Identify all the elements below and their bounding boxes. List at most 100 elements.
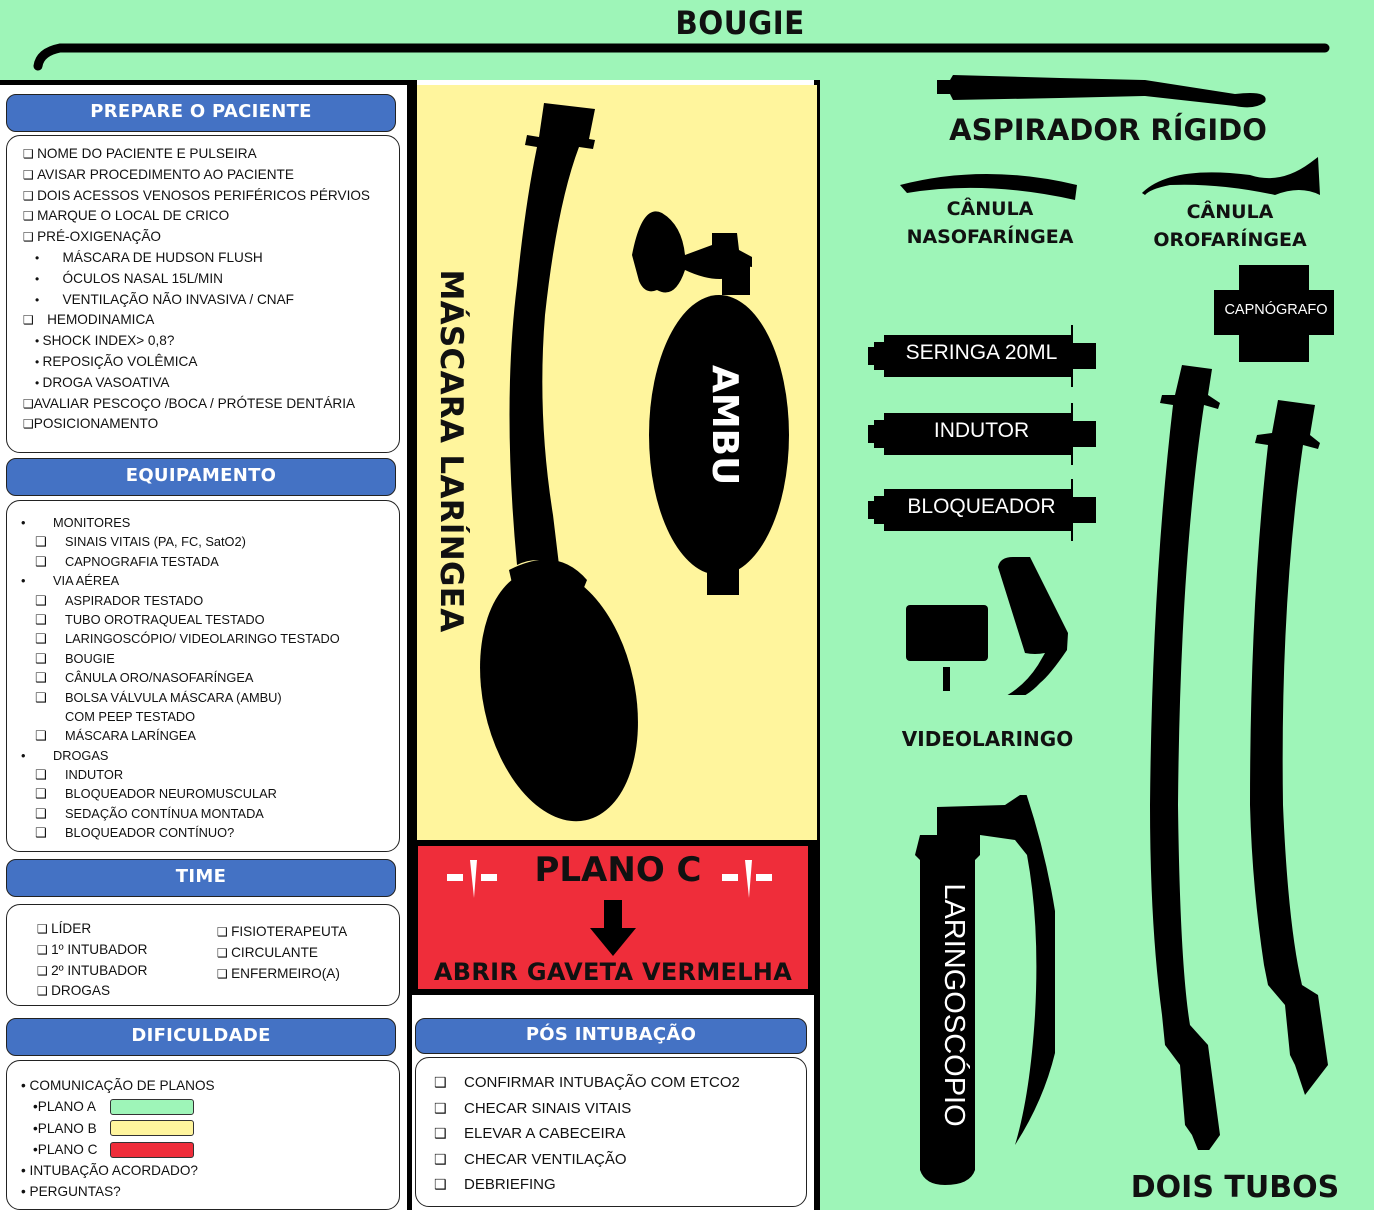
checkbox-icon[interactable]: ❑	[23, 147, 38, 161]
checkbox-icon[interactable]: ❑	[35, 631, 47, 647]
checklist-item[interactable]: ❑MÁSCARA LARÍNGEA	[7, 726, 399, 745]
dificuldade-list: • COMUNICAÇÃO DE PLANOS • PLANO A• PLANO…	[6, 1060, 400, 1210]
syringe-label: INDUTOR	[933, 419, 1030, 442]
checkbox-icon[interactable]: ❑	[35, 689, 47, 705]
list-item: • COMUNICAÇÃO DE PLANOS	[21, 1078, 215, 1093]
checkbox-icon[interactable]: ❑	[23, 167, 38, 182]
team-member-item[interactable]: ❑ LÍDER	[37, 921, 92, 936]
checkbox-icon[interactable]: ❑	[217, 966, 232, 981]
team-member-item[interactable]: ❑ 2º INTUBADOR	[37, 962, 148, 978]
checklist-item[interactable]: • MÁSCARA DE HUDSON FLUSH	[35, 249, 263, 265]
checkbox-icon[interactable]: ❑	[35, 650, 47, 666]
bullet-icon: •	[35, 354, 43, 369]
prepare-list: ❑ NOME DO PACIENTE E PULSEIRA ❑ AVISAR PR…	[6, 135, 400, 453]
checkbox-icon[interactable]: ❑	[35, 553, 47, 569]
checklist-item: •DROGAS	[7, 746, 399, 765]
checkbox-icon[interactable]: ❑	[35, 534, 47, 550]
checkbox-icon[interactable]: ❑	[434, 1176, 447, 1193]
checkbox-icon[interactable]: ❑	[35, 592, 47, 608]
checkbox-icon[interactable]: ❑	[35, 670, 47, 686]
bullet-icon: •	[21, 573, 26, 589]
team-member-item[interactable]: ❑ CIRCULANTE	[217, 944, 318, 960]
bullet-icon: •	[35, 292, 63, 307]
team-member-item[interactable]: ❑ ENFERMEIRO(A)	[217, 965, 340, 981]
checklist-item[interactable]: ❑CHECAR VENTILAÇÃO	[434, 1147, 806, 1173]
ambu-label: AMBU	[704, 365, 745, 486]
checklist-item[interactable]: ❑DEBRIEFING	[434, 1172, 806, 1198]
checkbox-icon[interactable]: ❑	[35, 786, 47, 802]
checklist-item[interactable]: • ÓCULOS NASAL 15L/MIN	[35, 270, 223, 286]
checkbox-icon[interactable]: ❑	[434, 1150, 447, 1167]
checkbox-icon[interactable]: ❑	[217, 945, 232, 960]
checklist-item[interactable]: ❑POSICIONAMENTO	[23, 416, 159, 432]
checkbox-icon[interactable]: ❑	[35, 611, 47, 627]
checklist-item[interactable]: ❑CÂNULA ORO/NASOFARÍNGEA	[7, 668, 399, 687]
checkbox-icon[interactable]: ❑	[37, 963, 52, 978]
checkbox-icon[interactable]: ❑	[23, 188, 38, 203]
checklist-item[interactable]: ❑ PRÉ-OXIGENAÇÃO	[23, 229, 161, 245]
list-item: • INTUBAÇÃO ACORDADO?	[21, 1163, 198, 1179]
checkbox-icon[interactable]: ❑	[35, 767, 47, 783]
checklist-item[interactable]: ❑ASPIRADOR TESTADO	[7, 591, 399, 610]
checklist-item[interactable]: ❑SINAIS VITAIS (PA, FC, SatO2)	[7, 532, 399, 551]
checklist-column: PREPARE O PACIENTE ❑ NOME DO PACIENTE E …	[0, 80, 412, 1210]
checkbox-icon[interactable]: ❑	[434, 1074, 447, 1090]
syringe-icon	[868, 403, 1096, 465]
team-member-item[interactable]: ❑ FISIOTERAPEUTA	[217, 924, 348, 939]
checklist-item[interactable]: ❑INDUTOR	[7, 765, 399, 784]
checklist-item[interactable]: • DROGA VASOATIVA	[35, 374, 170, 390]
team-member-item[interactable]: ❑ 1º INTUBADOR	[37, 941, 148, 957]
checklist-item[interactable]: ❑ MARQUE O LOCAL DE CRICO	[23, 208, 230, 224]
checkbox-icon[interactable]: ❑	[23, 209, 38, 224]
scalpel-icon	[447, 860, 497, 898]
checkbox-icon[interactable]: ❑	[35, 728, 47, 744]
checklist-item[interactable]: ❑BLOQUEADOR NEUROMUSCULAR	[7, 784, 399, 803]
plano-c-action: ABRIR GAVETA VERMELHA	[433, 958, 793, 986]
checklist-item[interactable]: ❑BLOQUEADOR CONTÍNUO?	[7, 823, 399, 842]
middle-column: MÁSCARA LARÍNGEA AMBU PLANO C ABRIR GAVE…	[412, 80, 820, 1210]
plano-c-panel[interactable]: PLANO C ABRIR GAVETA VERMELHA	[412, 840, 814, 995]
checkbox-icon[interactable]: ❑	[434, 1099, 447, 1116]
checklist-item[interactable]: ❑CAPNOGRAFIA TESTADA	[7, 552, 399, 571]
bullet-icon: •	[33, 1141, 38, 1157]
checkbox-icon[interactable]: ❑	[23, 417, 34, 432]
checklist-item[interactable]: ❑BOLSA VÁLVULA MÁSCARA (AMBU)	[7, 688, 399, 707]
checkbox-icon[interactable]: ❑	[37, 984, 52, 999]
checkbox-icon[interactable]: ❑	[23, 230, 38, 245]
checkbox-icon[interactable]: ❑	[23, 313, 48, 328]
syringe-label: BLOQUEADOR	[907, 495, 1056, 518]
checklist-item[interactable]: ❑ HEMODINAMICA	[23, 312, 155, 328]
team-member-item[interactable]: ❑ DROGAS	[37, 983, 111, 999]
checkbox-icon[interactable]: ❑	[37, 922, 52, 936]
checklist-item[interactable]: • SHOCK INDEX> 0,8?	[35, 333, 175, 349]
syringe-label: SERINGA 20ML	[905, 341, 1058, 364]
checklist-item[interactable]: ❑CHECAR SINAIS VITAIS	[434, 1096, 806, 1122]
nasopharyngeal-cannula-icon	[900, 174, 1077, 200]
checkbox-icon[interactable]: ❑	[217, 925, 232, 939]
checklist-item[interactable]: ❑BOUGIE	[7, 649, 399, 668]
checklist-item[interactable]: • VENTILAÇÃO NÃO INVASIVA / CNAF	[35, 291, 294, 307]
checkbox-icon[interactable]: ❑	[35, 805, 47, 821]
checklist-item[interactable]: ❑ NOME DO PACIENTE E PULSEIRA	[23, 146, 257, 161]
plano-color-swatch	[109, 1120, 194, 1137]
checkbox-icon[interactable]: ❑	[37, 942, 52, 957]
capnografo-label: CAPNÓGRAFO	[1224, 302, 1328, 318]
checkbox-icon[interactable]: ❑	[434, 1125, 447, 1142]
checklist-item[interactable]: ❑ELEVAR A CABECEIRA	[434, 1121, 806, 1147]
checklist-item[interactable]: ❑ DOIS ACESSOS VENOSOS PERIFÉRICOS PÉRVI…	[23, 187, 370, 203]
bullet-icon: •	[35, 250, 63, 265]
checklist-item[interactable]: ❑AVALIAR PESCOÇO /BOCA / PRÓTESE DENTÁRI…	[23, 395, 356, 411]
bullet-icon: •	[21, 515, 26, 530]
time-header: TIME	[6, 859, 396, 897]
dificuldade-header: DIFICULDADE	[6, 1018, 396, 1056]
checkbox-icon[interactable]: ❑	[23, 396, 34, 411]
checklist-item[interactable]: ❑LARINGOSCÓPIO/ VIDEOLARINGO TESTADO	[7, 629, 399, 648]
capnograph-icon	[1214, 265, 1334, 362]
checkbox-icon[interactable]: ❑	[35, 825, 47, 841]
checklist-item[interactable]: ❑CONFIRMAR INTUBAÇÃO COM ETCO2	[434, 1070, 806, 1096]
checklist-item[interactable]: ❑ AVISAR PROCEDIMENTO AO PACIENTE	[23, 166, 294, 182]
checklist-item[interactable]: • REPOSIÇÃO VOLÊMICA	[35, 353, 198, 369]
bullet-icon: •	[35, 334, 43, 349]
checklist-item[interactable]: ❑SEDAÇÃO CONTÍNUA MONTADA	[7, 804, 399, 823]
checklist-item[interactable]: ❑TUBO OROTRAQUEAL TESTADO	[7, 610, 399, 629]
